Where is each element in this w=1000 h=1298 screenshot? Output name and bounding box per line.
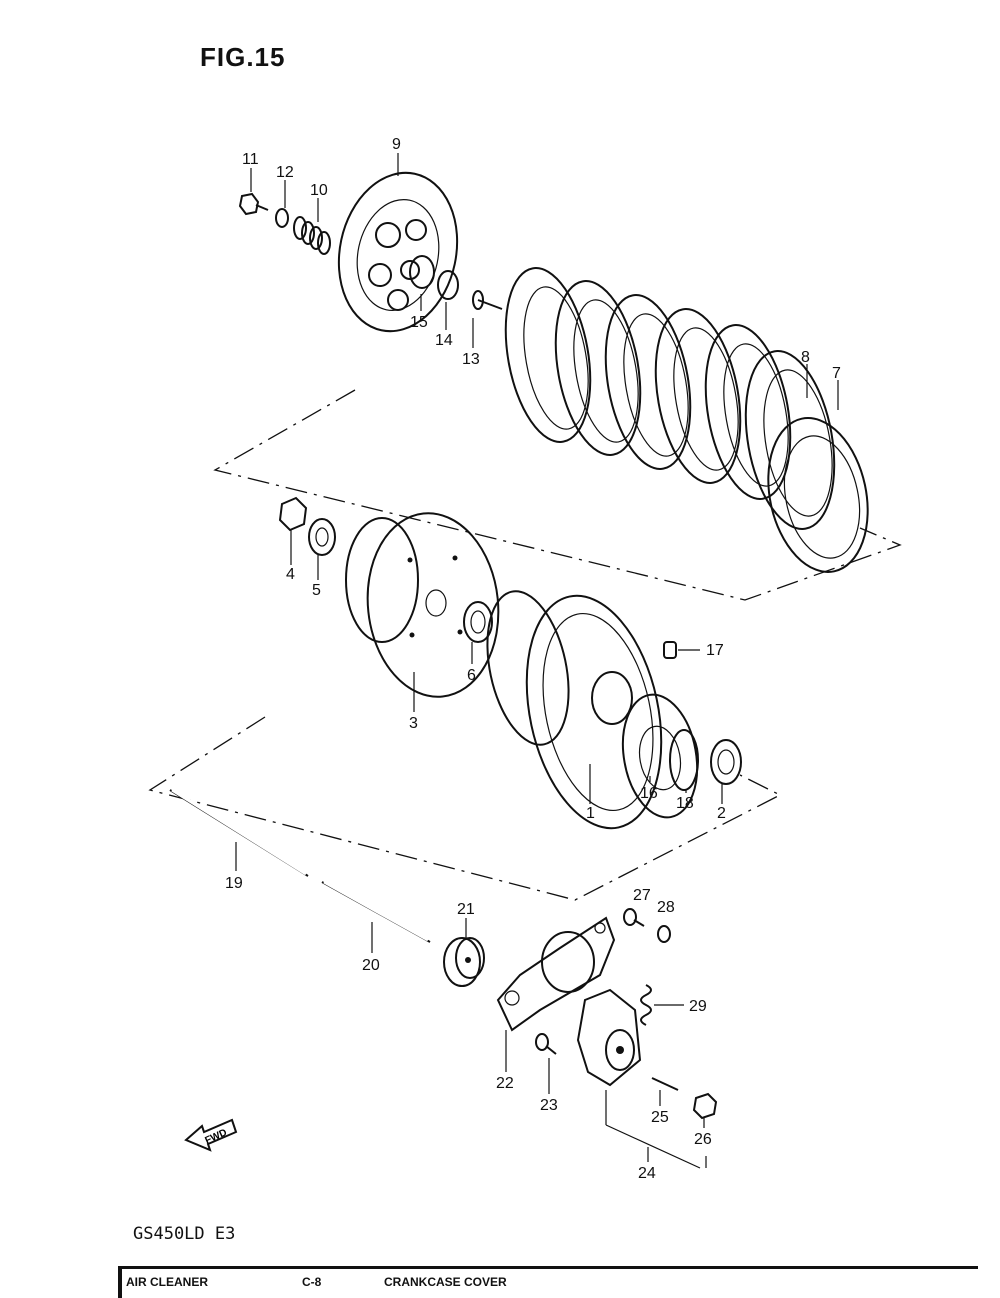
adjusting-screw (651, 1077, 679, 1091)
release-bearing (409, 255, 435, 289)
callout-14: 14 (435, 332, 453, 349)
callout-28: 28 (657, 899, 675, 916)
callout-labels: 1 2 3 4 5 6 7 8 9 10 11 12 13 14 15 16 1… (225, 136, 841, 1182)
footer-link-crankcase-cover[interactable]: CRANKCASE COVER (384, 1275, 507, 1289)
callout-21: 21 (457, 901, 475, 918)
callout-5: 5 (312, 582, 321, 599)
callout-20: 20 (362, 957, 380, 974)
clutch-spring (293, 216, 331, 255)
lower-assembly-outline (148, 716, 782, 901)
callout-17: 17 (706, 642, 724, 659)
callout-16: 16 (640, 785, 658, 802)
circlip (669, 729, 699, 791)
spring-washer (275, 208, 289, 228)
return-spring (640, 984, 652, 1026)
lock-nut (692, 1092, 718, 1120)
forward-direction-arrow: FWD (184, 1118, 238, 1152)
callout-9: 9 (392, 136, 401, 153)
callout-23: 23 (540, 1097, 558, 1114)
push-piece (472, 290, 503, 310)
callout-8: 8 (801, 349, 810, 366)
callout-6: 6 (467, 667, 476, 684)
callout-7: 7 (832, 365, 841, 382)
callout-25: 25 (651, 1109, 669, 1126)
callout-13: 13 (462, 351, 480, 368)
primary-driven-gear (621, 693, 699, 819)
callout-4: 4 (286, 566, 295, 583)
clutch-sleeve-hub (345, 512, 500, 698)
screw-27 (623, 908, 645, 927)
callout-18: 18 (676, 795, 694, 812)
clutch-release-gasket (496, 916, 616, 1032)
oil-seal (443, 937, 485, 987)
washer-28 (657, 925, 671, 943)
clutch-bolt (238, 192, 269, 216)
clutch-push-rod-20 (321, 880, 431, 943)
thrust-washer-2 (710, 739, 742, 785)
clutch-plate-stack (504, 267, 869, 573)
model-code: GS450LD E3 (133, 1224, 236, 1244)
clutch-sleeve-hub-nut (278, 496, 308, 532)
callout-11: 11 (242, 151, 259, 168)
clutch-release-assembly (576, 988, 642, 1087)
figure-title: FIG.15 (200, 42, 286, 72)
callout-24: 24 (638, 1165, 656, 1182)
callout-10: 10 (310, 182, 328, 199)
callout-22: 22 (496, 1075, 514, 1092)
leader-lines (235, 153, 839, 1169)
callout-12: 12 (276, 164, 294, 181)
footer-page-air-cleaner: C-8 (302, 1275, 322, 1289)
thrust-washer-6 (463, 601, 493, 643)
callout-29: 29 (689, 998, 707, 1015)
callout-1: 1 (586, 805, 595, 822)
lock-washer (308, 518, 336, 556)
callout-15: 15 (410, 314, 428, 331)
callout-2: 2 (717, 805, 726, 822)
screw-23 (535, 1033, 557, 1055)
callout-19: 19 (225, 875, 243, 892)
pressure-plate (337, 171, 459, 333)
pin (663, 641, 677, 659)
upper-assembly-outline (213, 389, 902, 601)
thrust-washer (437, 270, 459, 300)
callout-27: 27 (633, 887, 651, 904)
footer-link-air-cleaner[interactable]: AIR CLEANER (126, 1275, 209, 1289)
callout-3: 3 (409, 715, 418, 732)
clutch-push-rod-19 (169, 788, 309, 877)
callout-26: 26 (694, 1131, 712, 1148)
page-index-footer: AIR CLEANER C-8 CRANKCASE COVER (118, 1266, 978, 1298)
primary-driven-gear-assembly (486, 590, 663, 830)
